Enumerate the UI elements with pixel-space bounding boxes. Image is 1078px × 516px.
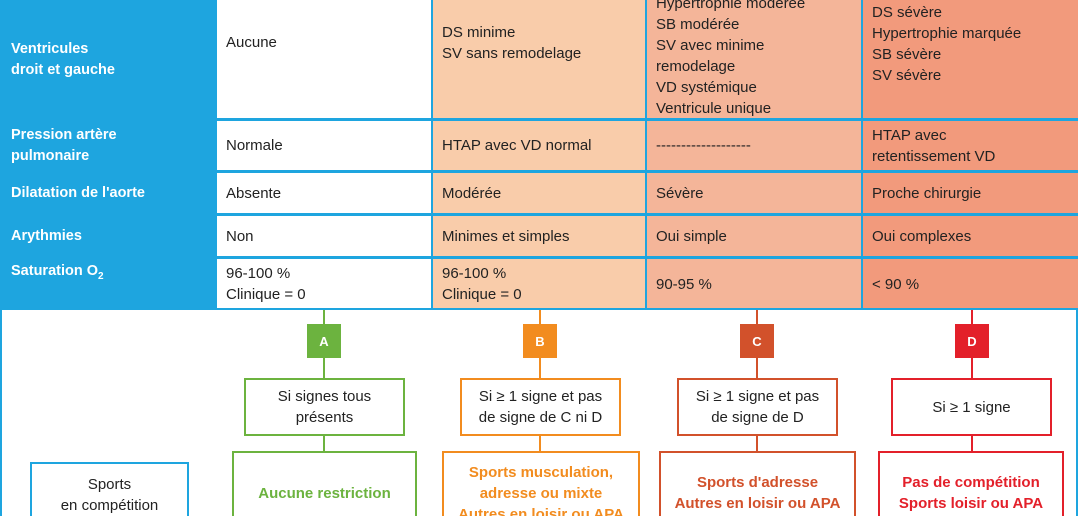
connector-line xyxy=(971,310,973,327)
result-box-d: Pas de compétition Sports loisir ou APA xyxy=(878,451,1064,516)
cell-c: Oui simple xyxy=(646,216,862,256)
condition-box-c: Si ≥ 1 signe et pas de signe de D xyxy=(677,378,838,436)
table-row: Pression artère pulmonaire Normale HTAP … xyxy=(0,121,1078,170)
row-label-arrhythmias: Arythmies xyxy=(0,216,216,256)
condition-box-b: Si ≥ 1 signe et pas de signe de C ni D xyxy=(460,378,621,436)
row-divider xyxy=(0,170,1078,173)
table-row: Dilatation de l'aorte Absente Modérée Sé… xyxy=(0,173,1078,213)
row-label-saturation: Saturation O2 repos ou effort xyxy=(0,259,216,325)
row-label-aorta-dilatation: Dilatation de l'aorte xyxy=(0,173,216,213)
result-box-c: Sports d'adresse Autres en loisir ou APA xyxy=(659,451,856,516)
connector-line xyxy=(756,358,758,379)
cell-a: Aucune xyxy=(216,0,432,119)
cell-c: Hypertrophie modérée SB modérée SV avec … xyxy=(646,0,862,119)
connector-line xyxy=(756,310,758,327)
category-a-badge: A xyxy=(307,324,341,358)
cell-c: Sévère xyxy=(646,173,862,213)
table-row: Saturation O2 repos ou effort 96-100 % C… xyxy=(0,259,1078,325)
connector-line xyxy=(323,436,325,452)
condition-box-a: Si signes tous présents xyxy=(244,378,405,436)
sports-competition-box: Sports en compétition xyxy=(30,462,189,516)
table-row: Ventricules droit et gauche Aucune DS mi… xyxy=(0,0,1078,119)
cell-d: < 90 % xyxy=(862,259,1078,309)
cell-a: Normale xyxy=(216,121,432,170)
cell-d: HTAP avec retentissement VD xyxy=(862,121,1078,170)
category-c-badge: C xyxy=(740,324,774,358)
column-divider xyxy=(645,0,647,310)
connector-line xyxy=(323,358,325,379)
cell-a: Absente xyxy=(216,173,432,213)
cell-d: Proche chirurgie xyxy=(862,173,1078,213)
result-box-b: Sports musculation, adresse ou mixte Aut… xyxy=(442,451,640,516)
result-box-a: Aucune restriction xyxy=(232,451,417,516)
cell-c: ------------------- xyxy=(646,121,862,170)
cell-a: 96-100 % Clinique = 0 xyxy=(216,259,432,309)
condition-box-d: Si ≥ 1 signe xyxy=(891,378,1052,436)
category-d-badge: D xyxy=(955,324,989,358)
row-divider xyxy=(0,213,1078,216)
connector-line xyxy=(971,436,973,452)
cell-b: Minimes et simples xyxy=(432,216,646,256)
category-b-badge: B xyxy=(523,324,557,358)
cell-c: 90-95 % xyxy=(646,259,862,309)
connector-line xyxy=(971,358,973,379)
row-divider xyxy=(0,256,1078,259)
row-label-ventricles: Ventricules droit et gauche xyxy=(0,0,216,119)
cell-b: 96-100 % Clinique = 0 xyxy=(432,259,646,309)
table-row: Arythmies Non Minimes et simples Oui sim… xyxy=(0,216,1078,256)
column-divider xyxy=(431,0,433,310)
cell-b: Modérée xyxy=(432,173,646,213)
row-divider xyxy=(0,118,1078,121)
row-label-pulmonary-pressure: Pression artère pulmonaire xyxy=(0,121,216,170)
connector-line xyxy=(756,436,758,452)
connector-line xyxy=(323,310,325,327)
cell-a: Non xyxy=(216,216,432,256)
connector-line xyxy=(539,436,541,452)
column-divider xyxy=(861,0,863,310)
cell-d: Oui complexes xyxy=(862,216,1078,256)
cell-d: DS sévère Hypertrophie marquée SB sévère… xyxy=(862,0,1078,119)
connector-line xyxy=(539,310,541,327)
cell-b: DS minime SV sans remodelage xyxy=(432,0,646,119)
column-divider xyxy=(215,0,217,310)
cell-b: HTAP avec VD normal xyxy=(432,121,646,170)
connector-line xyxy=(539,358,541,379)
decision-flow-frame xyxy=(0,308,1078,516)
